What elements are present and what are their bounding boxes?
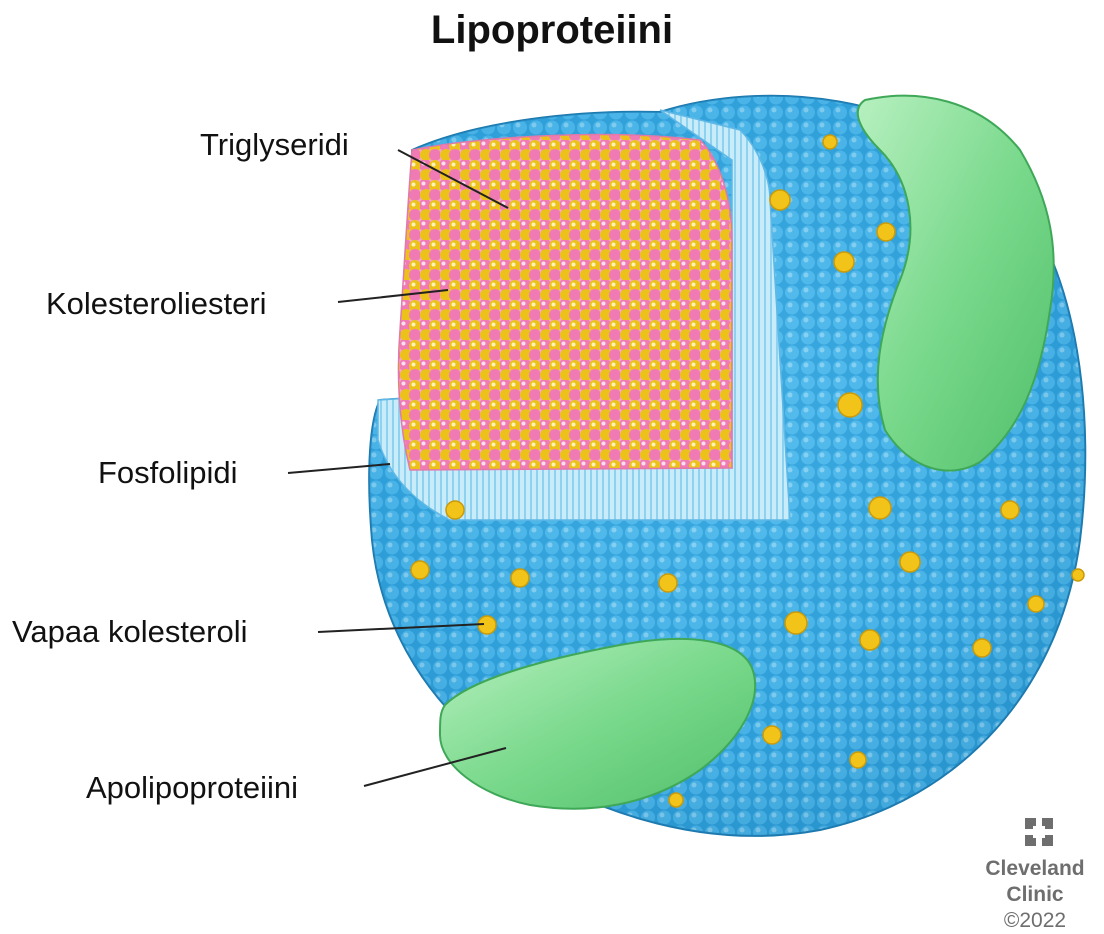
label-vapaa-kolesteroli: Vapaa kolesteroli: [12, 614, 248, 650]
brand-name-line2: Clinic: [980, 882, 1090, 908]
label-kolesteroliesteri: Kolesteroliesteri: [46, 286, 267, 322]
credit-block: Cleveland Clinic ©2022: [980, 820, 1090, 934]
label-apolipoproteiini: Apolipoproteiini: [86, 770, 298, 806]
copyright-text: ©2022: [980, 908, 1090, 934]
label-fosfolipidi: Fosfolipidi: [98, 455, 238, 491]
brand-name-line1: Cleveland: [980, 856, 1090, 882]
label-triglyseridi: Triglyseridi: [200, 127, 349, 163]
lipid-core: [398, 135, 732, 470]
